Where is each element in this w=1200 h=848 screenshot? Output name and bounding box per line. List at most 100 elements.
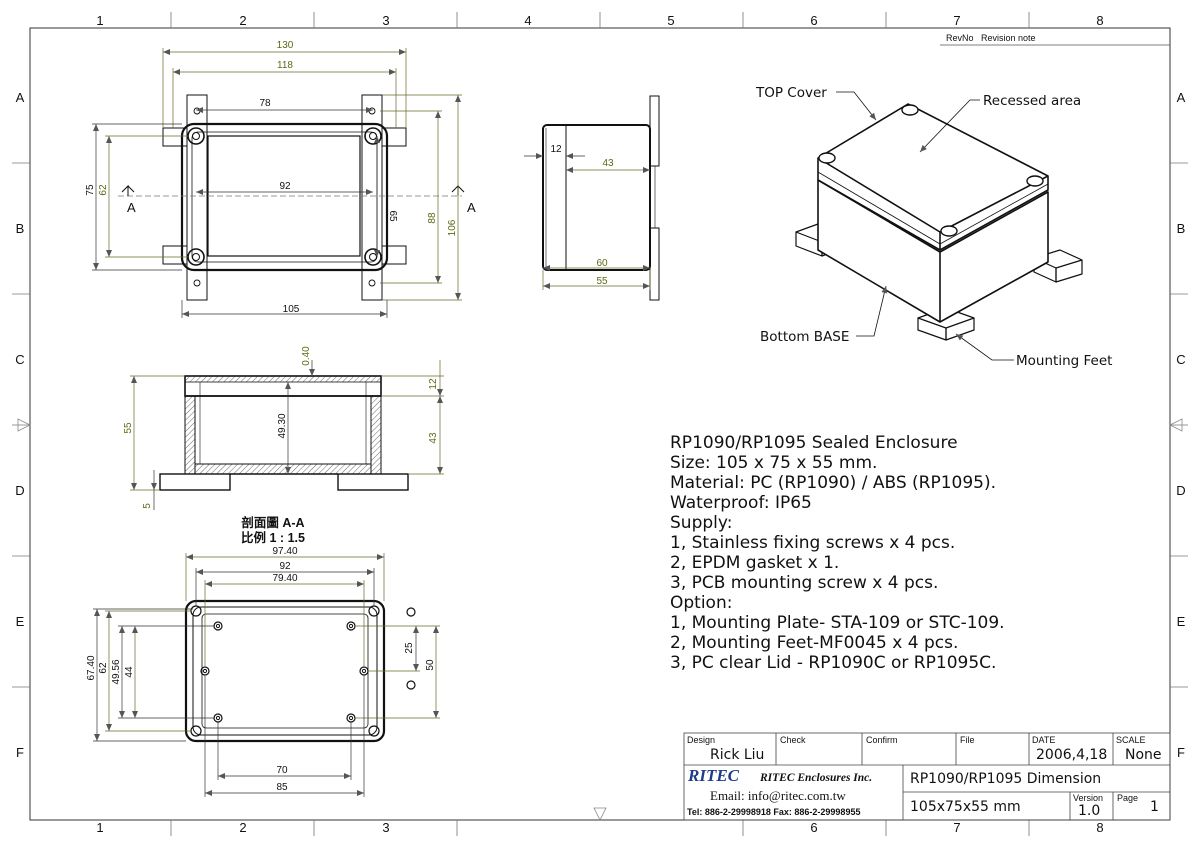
zone-col-top-3: 3: [382, 13, 389, 28]
zone-row-left-a: A: [16, 90, 25, 105]
note-line-6: 1, Stainless fixing screws x 4 pcs.: [670, 533, 955, 553]
note-line-1: RP1090/RP1095 Sealed Enclosure: [670, 433, 958, 453]
dim-sec-5: 5: [142, 503, 153, 509]
section-caption-line2: 比例 1 : 1.5: [241, 530, 305, 545]
section-view-dimensions: [130, 360, 444, 510]
zone-col-top-6: 6: [810, 13, 817, 28]
zone-col-bottom-6: 6: [810, 820, 817, 835]
zone-row-right-a: A: [1177, 90, 1186, 105]
zone-row-right-b: B: [1177, 221, 1186, 236]
zone-col-top-5: 5: [667, 13, 674, 28]
side-view: [542, 95, 660, 301]
dim-106: 106: [447, 219, 458, 236]
section-marker-right: A: [467, 200, 476, 215]
zone-row-left-e: E: [16, 614, 25, 629]
top-view-section-markers: A A: [121, 184, 476, 215]
scale-label: SCALE: [1116, 735, 1146, 745]
zone-col-bottom-7: 7: [953, 820, 960, 835]
zone-col-top-2: 2: [239, 13, 246, 28]
iso-leaders: [836, 91, 1014, 361]
dim-78: 78: [259, 98, 271, 109]
drawing-title: RP1090/RP1095 Dimension: [910, 771, 1101, 787]
dim-bot-62: 62: [98, 662, 109, 674]
label-recessed-area: Recessed area: [983, 93, 1081, 109]
dim-sec-55: 55: [123, 422, 134, 434]
dim-bot-44: 44: [124, 666, 135, 678]
dim-sec-43: 43: [428, 432, 439, 444]
spec-notes: RP1090/RP1095 Sealed Enclosure Size: 105…: [670, 433, 1005, 673]
zone-col-top-1: 1: [96, 13, 103, 28]
dim-side-43: 43: [602, 158, 614, 169]
dim-62: 62: [98, 184, 109, 196]
section-view-dim-text: 0.40 12 55 49.30 43 5 剖面圖 A-A 比例 1 : 1.5: [123, 346, 439, 545]
zone-row-left-b: B: [16, 221, 25, 236]
title-block-text: Design Rick Liu Check Confirm File DATE …: [687, 735, 1162, 819]
zone-row-left-f: F: [16, 745, 24, 760]
zone-col-bottom-3: 3: [382, 820, 389, 835]
iso-labels: TOP Cover Recessed area Bottom BASE Moun…: [755, 85, 1112, 369]
side-view-dim-text: 12 43 60 55: [550, 144, 614, 287]
dim-bot-25: 25: [404, 642, 415, 654]
top-view-dimensions: [92, 48, 462, 318]
label-bottom-base: Bottom BASE: [760, 329, 849, 345]
dim-sec-0-40: 0.40: [301, 346, 312, 366]
label-mounting-feet: Mounting Feet: [1016, 353, 1112, 369]
sheet-border: [29, 27, 1171, 821]
bottom-view-dimensions: [93, 553, 440, 797]
scale-value: None: [1125, 747, 1162, 763]
confirm-label: Confirm: [866, 735, 898, 745]
centering-marks: [17, 418, 1183, 821]
dim-65: 65: [387, 210, 398, 222]
zone-row-right-f: F: [1177, 745, 1185, 760]
dim-88: 88: [427, 212, 438, 224]
note-line-7: 2, EPDM gasket x 1.: [670, 553, 839, 573]
dim-bot-85: 85: [276, 782, 288, 793]
zone-col-top-8: 8: [1096, 13, 1103, 28]
company-phone: Tel: 886-2-29998918 Fax: 886-2-29998955: [687, 807, 860, 817]
zone-col-top-7: 7: [953, 13, 960, 28]
version-value: 1.0: [1078, 803, 1100, 819]
date-value: 2006,4,18: [1036, 747, 1107, 763]
note-line-5: Supply:: [670, 513, 732, 533]
revision-block: RevNo Revision note: [940, 33, 1170, 46]
dim-side-12: 12: [550, 144, 562, 155]
section-view: [159, 375, 409, 491]
section-marker-left: A: [127, 200, 136, 215]
company-email: Email: info@ritec.com.tw: [710, 788, 846, 803]
note-line-12: 3, PC clear Lid - RP1090C or RP1095C.: [670, 653, 996, 673]
label-top-cover: TOP Cover: [755, 85, 827, 101]
zone-col-bottom-1: 1: [96, 820, 103, 835]
title-block: [683, 732, 1171, 821]
dim-bot-70: 70: [276, 765, 288, 776]
check-label: Check: [780, 735, 806, 745]
design-value: Rick Liu: [710, 747, 764, 763]
dim-bot-97-40: 97.40: [272, 546, 297, 557]
zone-row-left-c: C: [15, 352, 24, 367]
dim-side-55: 55: [596, 276, 608, 287]
dim-105: 105: [283, 304, 300, 315]
dim-bot-92: 92: [279, 561, 291, 572]
note-line-8: 3, PCB mounting screw x 4 pcs.: [670, 573, 938, 593]
dim-130: 130: [277, 40, 294, 51]
zone-col-bottom-8: 8: [1096, 820, 1103, 835]
dim-118: 118: [277, 60, 293, 71]
zone-col-top-4: 4: [524, 13, 531, 28]
drawing-size: 105x75x55 mm: [910, 799, 1021, 815]
note-line-10: 1, Mounting Plate- STA-109 or STC-109.: [670, 613, 1005, 633]
zone-row-left-d: D: [15, 483, 24, 498]
zone-labels: 1 2 3 4 5 6 7 8 1 2 3 6 7 8 A B C D E F …: [15, 13, 1185, 835]
design-label: Design: [687, 735, 715, 745]
zone-ticks: [12, 12, 1188, 836]
bottom-view-dim-text: 97.40 92 79.40 67.40 62 49.56 44 25 50 7…: [86, 546, 436, 793]
top-view-dim-text: 130 118 78 92 75 62 88 106 65 105: [85, 40, 458, 315]
date-label: DATE: [1032, 735, 1055, 745]
dim-92: 92: [279, 181, 291, 192]
note-line-9: Option:: [670, 593, 732, 613]
side-view-dimensions: [524, 153, 651, 290]
version-label: Version: [1073, 793, 1103, 803]
note-line-2: Size: 105 x 75 x 55 mm.: [670, 453, 877, 473]
note-line-3: Material: PC (RP1090) / ABS (RP1095).: [670, 473, 996, 493]
zone-row-right-d: D: [1176, 483, 1185, 498]
isometric-view: [795, 103, 1083, 341]
dim-side-60: 60: [596, 258, 608, 269]
